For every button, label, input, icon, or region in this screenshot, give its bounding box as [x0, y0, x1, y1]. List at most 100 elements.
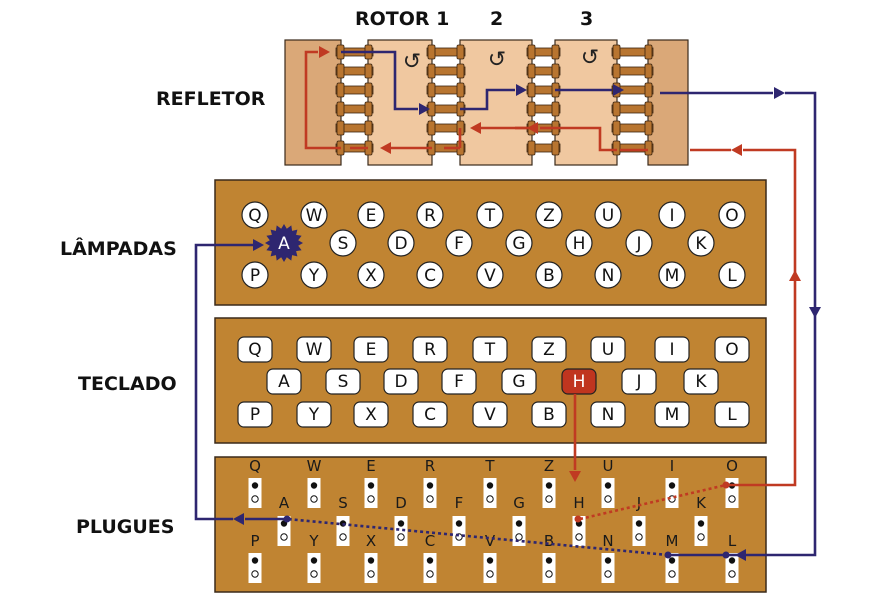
- plug-hole: [604, 482, 612, 489]
- key-z: [531, 336, 567, 363]
- rotor-contact: [526, 104, 561, 114]
- contact-pin: [364, 63, 373, 79]
- plug-label-p: P: [250, 532, 259, 550]
- plug-label-m: M: [666, 532, 679, 550]
- plug-label-h: H: [573, 494, 584, 512]
- plug-hole: [310, 495, 318, 503]
- arrowhead-icon: [731, 144, 742, 156]
- contact-pin: [527, 140, 536, 156]
- key-letter-j: J: [635, 372, 641, 392]
- key-letter-v: V: [484, 405, 496, 425]
- arrowhead-icon: [774, 87, 785, 99]
- key-letter-b: B: [543, 405, 555, 425]
- contact-pin: [644, 44, 653, 60]
- contact-pin: [527, 44, 536, 60]
- rotor-contact: [335, 85, 374, 95]
- lamp-letter-v: V: [484, 266, 496, 286]
- plug-label-a: A: [279, 494, 290, 512]
- lamp-u: [594, 201, 622, 229]
- plug-label-o: O: [726, 457, 738, 475]
- key-letter-f: F: [454, 372, 464, 392]
- arrowhead-icon: [319, 46, 330, 58]
- lamp-q: [241, 201, 269, 229]
- rotor-contact: [526, 66, 561, 76]
- lamp-letter-r: R: [424, 206, 436, 226]
- lit-lamp-a: [265, 224, 303, 262]
- lamp-p: [241, 261, 269, 289]
- rotor-contact: [526, 47, 561, 57]
- key-letter-m: M: [665, 405, 680, 425]
- lamp-x: [357, 261, 385, 289]
- key-letter-y: Y: [308, 405, 320, 425]
- plug-hole: [486, 570, 494, 578]
- lamp-letter-f: F: [454, 234, 464, 254]
- contact-pin: [456, 82, 465, 98]
- key-letter-k: K: [695, 372, 707, 392]
- plug-hole: [545, 557, 553, 564]
- entry-wheel-block: [647, 39, 689, 166]
- lamp-l: [718, 261, 746, 289]
- rotor-contact: [426, 66, 466, 76]
- arrowhead-icon: [527, 122, 538, 134]
- key-letter-g: G: [512, 372, 525, 392]
- plug-label-r: R: [425, 457, 435, 475]
- rotor-contact: [426, 85, 466, 95]
- plug-hole: [367, 495, 375, 503]
- lamp-f: [445, 229, 473, 257]
- plug-hole: [515, 520, 523, 527]
- lamp-letter-k: K: [695, 234, 707, 254]
- key-l: [714, 401, 750, 428]
- key-letter-p: P: [250, 405, 260, 425]
- plug-label-u: U: [603, 457, 614, 475]
- contact-pin: [456, 63, 465, 79]
- contact-pin: [612, 140, 621, 156]
- contact-pin: [612, 44, 621, 60]
- contact-pin: [644, 140, 653, 156]
- contact-pin: [527, 82, 536, 98]
- lamps-label: LÂMPADAS: [60, 238, 177, 260]
- key-a: [266, 368, 302, 395]
- key-u: [590, 336, 626, 363]
- lamp-letter-a: A: [278, 234, 290, 254]
- plug-label-x: X: [366, 532, 376, 550]
- plug-hole: [486, 495, 494, 503]
- key-k: [683, 368, 719, 395]
- lamp-v: [476, 261, 504, 289]
- plug-hole: [604, 495, 612, 503]
- key-r: [412, 336, 448, 363]
- rotor-2-forward: [460, 88, 515, 111]
- arrowhead-icon: [419, 103, 430, 115]
- key-h: [561, 368, 597, 395]
- key-y: [296, 401, 332, 428]
- key-g: [501, 368, 537, 395]
- plug-hole: [697, 520, 705, 527]
- key-letter-t: T: [484, 340, 496, 360]
- plug-hole: [668, 570, 676, 578]
- contact-pin: [612, 101, 621, 117]
- rotor-1-label: ROTOR 1: [355, 8, 450, 30]
- plug-hole: [668, 482, 676, 489]
- key-o: [714, 336, 750, 363]
- arrowhead-icon: [470, 122, 481, 134]
- plug-label-d: D: [395, 494, 407, 512]
- contact-pin: [364, 82, 373, 98]
- plug-hole: [486, 482, 494, 489]
- lamp-w: [300, 201, 328, 229]
- lamp-letter-b: B: [543, 266, 555, 286]
- key-letter-c: C: [424, 405, 436, 425]
- lamp-e: [357, 201, 385, 229]
- lamp-letter-z: Z: [543, 206, 555, 226]
- arrowhead-icon: [569, 471, 581, 482]
- plug-label-v: V: [485, 532, 496, 550]
- plug-hole: [728, 557, 736, 564]
- contact-pin: [551, 44, 560, 60]
- plug-hole: [728, 495, 736, 503]
- rotation-arrow-icon: ↺: [581, 46, 599, 71]
- plug-label-z: Z: [544, 457, 554, 475]
- contact-pin: [336, 82, 345, 98]
- lamp-letter-p: P: [250, 266, 260, 286]
- lamp-letter-w: W: [306, 206, 323, 226]
- key-i: [654, 336, 690, 363]
- lamp-h: [565, 229, 593, 257]
- signal-plug-to-entry: [726, 148, 797, 487]
